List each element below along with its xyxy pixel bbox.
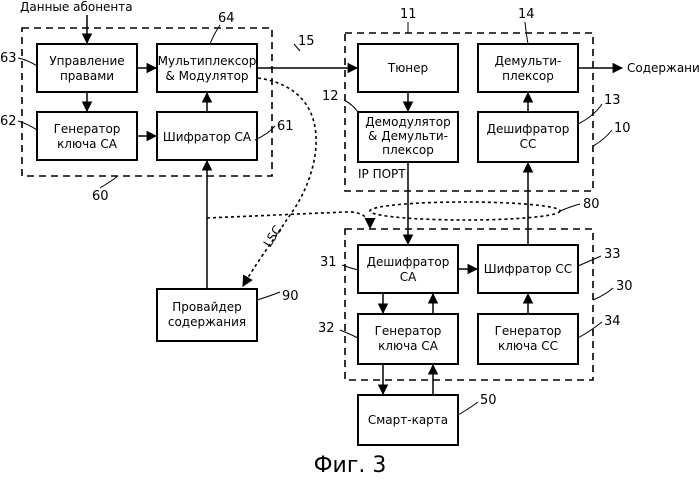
label-ip-port: IP ПОРТ (358, 167, 406, 181)
leader-90 (257, 292, 280, 300)
ref-64: 64 (218, 11, 235, 26)
ref-31: 31 (320, 255, 337, 270)
leader-32 (340, 330, 358, 338)
leader-10 (593, 130, 612, 146)
block-label: Дешифратор (487, 122, 570, 136)
block-label: СС (520, 137, 537, 151)
block-rights-management: Управление правами (37, 44, 137, 92)
leader-62 (18, 121, 37, 130)
block-demodulator-demultiplexer: Демодулятор & Демульти- плексор (358, 112, 458, 162)
block-cc-encryptor: Шифратор СС (478, 245, 578, 293)
block-label: & Демульти- (368, 129, 448, 143)
block-ca-key-generator-bottom: Генератор ключа СА (358, 314, 458, 364)
block-tuner: Тюнер (358, 44, 458, 92)
block-label: Генератор (54, 122, 121, 136)
block-label: Управление (49, 54, 124, 68)
leader-50 (458, 402, 478, 415)
block-label: Демульти- (495, 54, 562, 68)
ref-50: 50 (480, 393, 497, 408)
block-cc-key-generator: Генератор ключа СС (478, 314, 578, 364)
block-label: ключа СС (498, 339, 558, 353)
ref-80: 80 (583, 197, 600, 212)
block-ca-decryptor: Дешифратор СА (358, 245, 458, 293)
block-label: Демодулятор (365, 115, 450, 129)
interface-ellipse-80 (370, 202, 560, 220)
leader-60 (100, 176, 118, 188)
block-ca-key-generator-top: Генератор ключа СА (37, 112, 137, 160)
lsc-dotted-path (243, 78, 316, 286)
ref-11: 11 (400, 7, 417, 22)
ref-32: 32 (318, 321, 335, 336)
ref-15: 15 (298, 34, 315, 49)
block-multiplexer-modulator: Мультиплексор & Модулятор (157, 44, 257, 92)
leader-63 (18, 58, 37, 66)
ref-60: 60 (92, 189, 109, 204)
ref-13: 13 (604, 93, 621, 108)
ref-33: 33 (604, 247, 621, 262)
block-label: Шифратор СС (484, 262, 572, 276)
ref-12: 12 (322, 89, 339, 104)
dotted-link-provider-to-module (207, 212, 370, 228)
leader-80 (560, 204, 580, 211)
ref-62: 62 (0, 114, 17, 129)
block-label: плексор (382, 143, 434, 157)
leader-33 (578, 256, 601, 266)
block-ca-encryptor: Шифратор СА (157, 112, 257, 160)
block-label: & Модулятор (165, 69, 248, 83)
block-label: Генератор (495, 324, 562, 338)
block-label: ключа СА (57, 137, 118, 151)
block-label: Провайдер (172, 300, 242, 314)
ref-61: 61 (277, 119, 294, 134)
block-smartcard: Смарт-карта (358, 395, 458, 445)
leader-30 (593, 288, 613, 300)
ref-90: 90 (282, 289, 299, 304)
block-label: СА (400, 270, 417, 284)
ref-10: 10 (614, 121, 631, 136)
label-subscriber-data: Данные абонента (20, 0, 133, 14)
leader-34 (578, 322, 602, 338)
ref-30: 30 (616, 279, 633, 294)
block-label: Тюнер (387, 61, 428, 75)
leader-13 (578, 104, 602, 124)
block-label: Дешифратор (367, 255, 450, 269)
block-label: содержания (168, 315, 246, 329)
block-label: Шифратор СА (163, 130, 252, 144)
block-content-provider: Провайдер содержания (157, 289, 257, 341)
label-content-output: Содержание (627, 61, 700, 75)
block-label: плексор (502, 69, 554, 83)
block-label: Смарт-карта (368, 413, 448, 427)
block-label: ключа СА (378, 339, 439, 353)
block-cc-decryptor: Дешифратор СС (478, 112, 578, 162)
label-lsc: LSC (261, 223, 285, 250)
block-label: правами (60, 69, 114, 83)
figure-caption: Фиг. 3 (314, 453, 387, 478)
ref-14: 14 (518, 7, 535, 22)
ref-63: 63 (0, 51, 17, 66)
block-label: Генератор (375, 324, 442, 338)
block-demultiplexer-top: Демульти- плексор (478, 44, 578, 92)
leader-12 (344, 100, 358, 112)
ref-34: 34 (604, 314, 621, 329)
block-label: Мультиплексор (158, 54, 257, 68)
